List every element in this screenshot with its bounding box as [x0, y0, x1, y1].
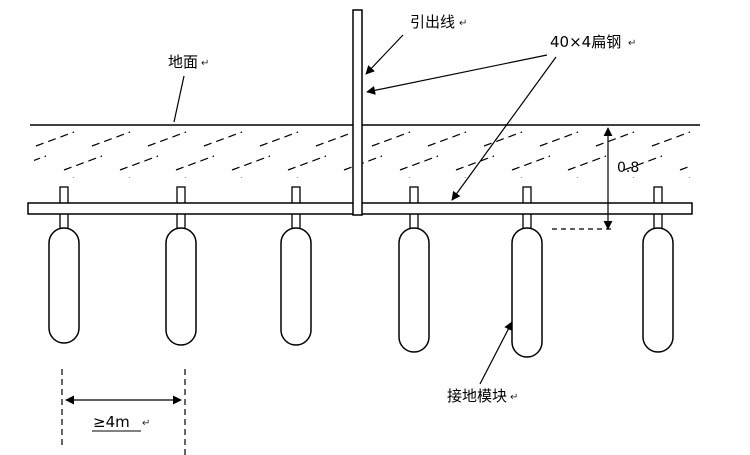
arrow-lead-out-wire	[365, 34, 404, 75]
ground-module	[642, 227, 674, 353]
paragraph-mark: ↵	[142, 418, 150, 429]
paragraph-mark: ↵	[459, 18, 467, 29]
arrow-flat-steel-to-bar	[451, 56, 557, 201]
ground-module	[165, 227, 197, 346]
paragraph-mark: ↵	[510, 392, 518, 403]
leader-ground-surface	[173, 75, 185, 123]
label-flat-steel: 40×4扁钢	[550, 33, 621, 51]
paragraph-mark: ↵	[201, 58, 209, 69]
ground-module	[398, 227, 430, 353]
label-lead-out-wire: 引出线	[410, 13, 455, 31]
label-burial-depth: 0.8	[617, 160, 639, 176]
lead-out-wire	[352, 9, 363, 216]
paragraph-mark: ↵	[628, 38, 636, 49]
label-ground-surface: 地面	[168, 53, 198, 71]
arrow-flat-steel-to-wire	[366, 54, 548, 95]
ground-module	[511, 227, 543, 358]
ground-module	[48, 227, 80, 344]
ground-module	[280, 227, 312, 346]
label-ground-module: 接地模块	[447, 387, 507, 405]
arrow-ground-module	[479, 321, 513, 385]
label-module-spacing: ≥4m	[93, 413, 130, 431]
